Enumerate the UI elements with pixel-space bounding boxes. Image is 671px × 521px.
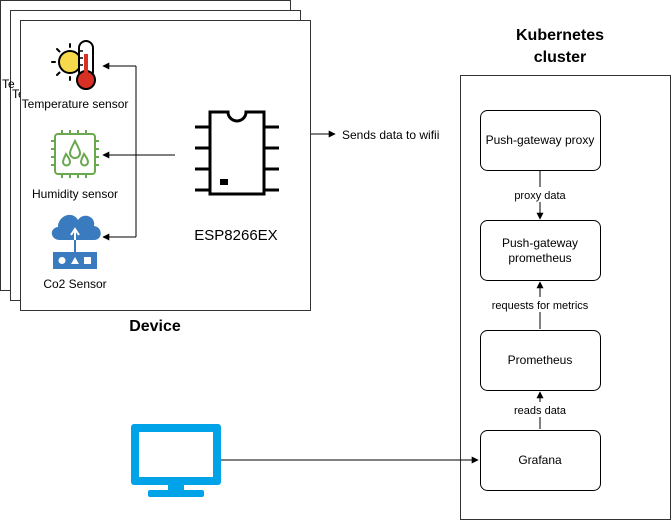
sensor-bus: [102, 62, 175, 241]
node-pushgw-proxy[interactable]: [480, 110, 601, 171]
chip-label: ESP8266EX: [194, 227, 277, 244]
humidity-chip-icon: [51, 130, 99, 178]
node-grafana-label: Grafana: [518, 453, 562, 467]
node-prometheus[interactable]: [480, 330, 601, 391]
device-stack-label-1: Te: [2, 77, 15, 91]
edge-requests-metrics-label: requests for metrics: [492, 300, 589, 312]
esp-chip-icon: [195, 110, 279, 196]
device-title: Device: [129, 318, 181, 335]
temperature-sensor-label: Temperature sensor: [22, 97, 129, 111]
node-grafana[interactable]: [480, 430, 601, 491]
node-pushgw-proxy-label: Push-gateway proxy: [486, 133, 595, 147]
cluster-title-line2: cluster: [534, 49, 586, 66]
node-prometheus-label: Prometheus: [508, 353, 573, 367]
cluster-title-line1: Kubernetes: [516, 27, 604, 44]
node-pushgw-prometheus-label-1: Push-gateway: [502, 236, 578, 250]
co2-sensor-label: Co2 Sensor: [43, 277, 106, 291]
node-pushgw-prometheus[interactable]: [480, 220, 601, 281]
cloud-router-icon: [51, 214, 101, 269]
thermometer-sun-icon: [51, 40, 96, 90]
humidity-sensor-label: Humidity sensor: [32, 187, 118, 201]
edge-proxy-data-label: proxy data: [514, 190, 566, 202]
sends-data-label: Sends data to wifii: [342, 128, 439, 142]
edge-reads-data-label: reads data: [514, 405, 567, 417]
monitor-icon[interactable]: [131, 424, 221, 497]
node-pushgw-prometheus-label-2: prometheus: [508, 251, 571, 265]
